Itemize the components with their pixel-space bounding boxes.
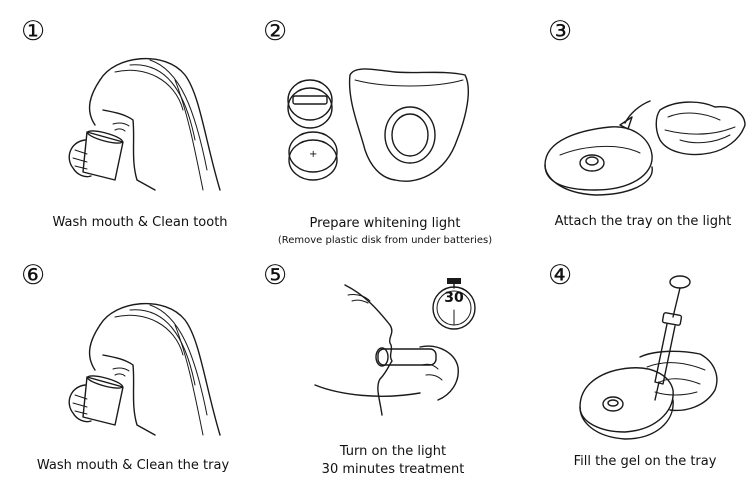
- step-2-caption: Prepare whitening light: [310, 216, 461, 232]
- whitening-light-device-icon: +: [285, 60, 485, 200]
- step-1-caption: Wash mouth & Clean tooth: [52, 215, 227, 231]
- step-6-caption: Wash mouth & Clean the tray: [37, 458, 229, 474]
- step-6-number: ⑥: [21, 262, 45, 289]
- svg-text:+: +: [309, 149, 317, 160]
- step-1-number: ①: [21, 18, 45, 45]
- step-2-note: (Remove plastic disk from under batterie…: [278, 234, 492, 247]
- step-3-caption: Attach the tray on the light: [555, 214, 732, 230]
- step-5-number: ⑤: [263, 262, 287, 289]
- step-5-caption-line2: 30 minutes treatment: [322, 462, 465, 478]
- step-5-caption-line1: Turn on the light: [340, 444, 446, 460]
- woman-drinking-icon: [55, 50, 235, 200]
- timer-value: 30: [439, 290, 469, 306]
- step-4-number: ④: [548, 262, 572, 289]
- woman-drinking-icon: [55, 295, 235, 445]
- step-2-number: ②: [263, 18, 287, 45]
- syringe-tray-icon: [575, 272, 725, 447]
- step-4-caption: Fill the gel on the tray: [574, 454, 717, 470]
- light-with-tray-icon: [540, 95, 749, 200]
- step-3-number: ③: [548, 18, 572, 45]
